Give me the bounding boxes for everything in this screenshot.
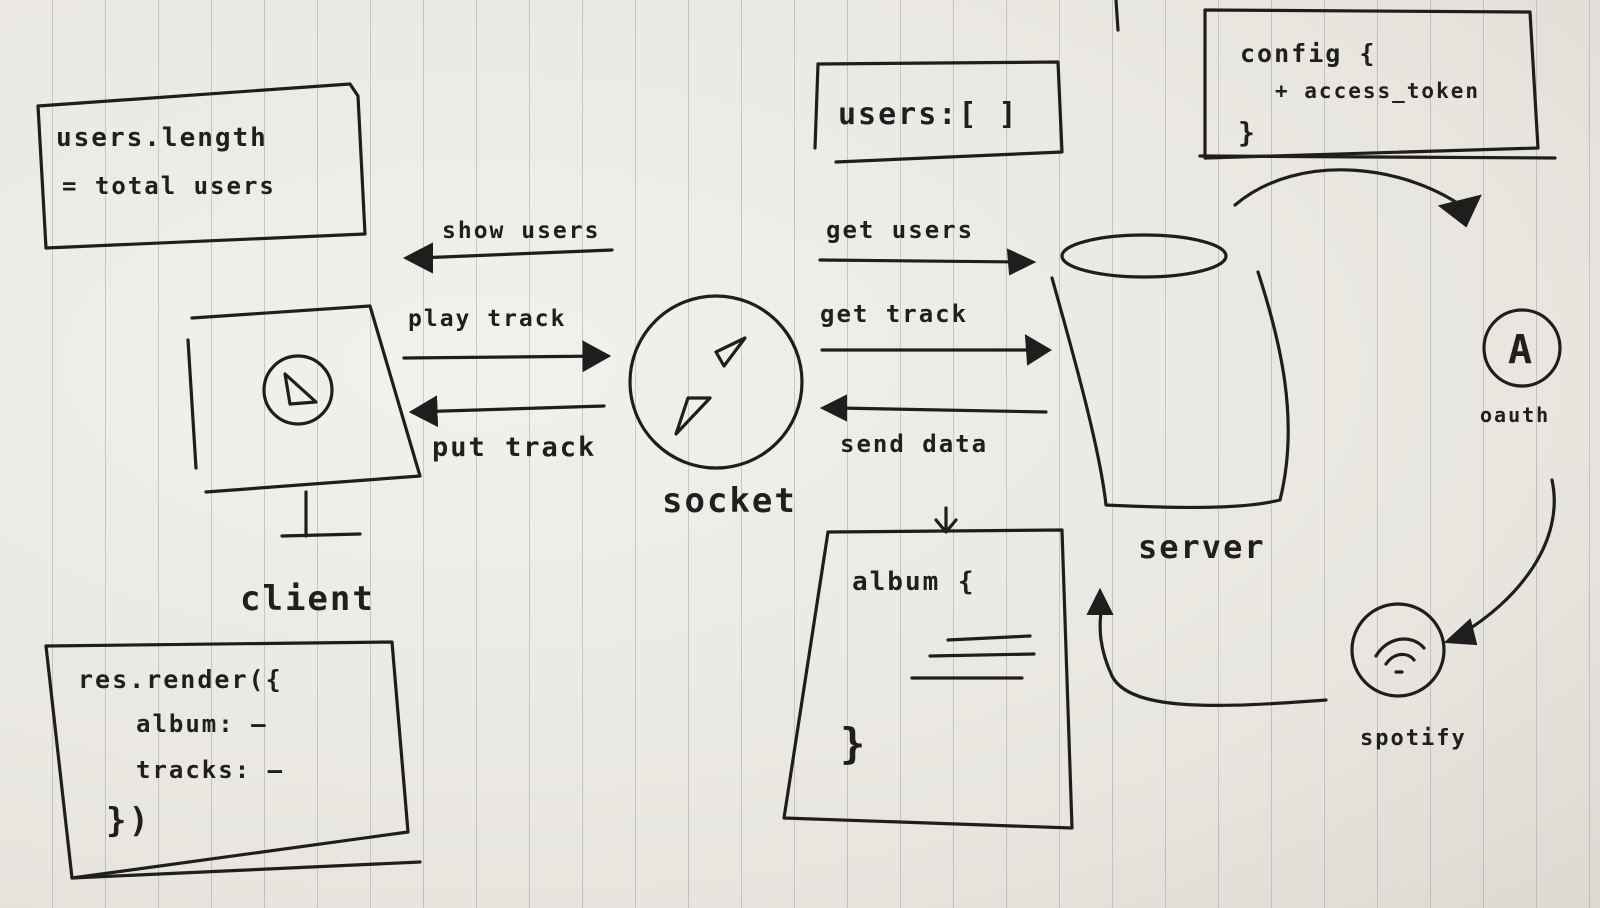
client-app-icon (262, 354, 334, 426)
send-data-down-arrow (934, 506, 958, 534)
render-album-text: album: — (136, 710, 268, 738)
spotify-to-server-arrowhead (1086, 587, 1114, 615)
album-note: album { } (782, 528, 1074, 830)
client-triangle-icon (283, 372, 318, 406)
oauth-letter: A (1508, 327, 1534, 373)
spotify-node: spotify (1350, 602, 1467, 751)
users-array-note: users:[ ] (813, 60, 1064, 164)
get-users-label: get users (826, 216, 974, 244)
compass-needle-north (714, 336, 747, 368)
config-to-oauth-arrowhead (1437, 194, 1482, 228)
client-label: client (240, 579, 375, 619)
get-users-arrow (818, 258, 1024, 264)
render-tracks-text: tracks: — (136, 756, 284, 784)
play-track-label: play track (408, 306, 566, 332)
server-top (1060, 233, 1228, 279)
compass-needle-south (674, 396, 712, 436)
oauth-to-spotify-arrow (1456, 478, 1556, 638)
socket-label: socket (662, 481, 797, 521)
config-open-text: config { (1240, 39, 1376, 68)
config-note: config { + access_token } (1198, 8, 1557, 160)
put-track-arrow (408, 395, 606, 428)
render-note: res.render({ album: — tracks: — }) (44, 640, 422, 880)
album-open-text: album { (852, 567, 976, 597)
render-close-text: }) (106, 801, 151, 841)
send-data-arrow (836, 406, 1048, 414)
oauth-node: A oauth (1480, 308, 1562, 427)
get-track-arrowhead (1024, 334, 1052, 366)
show-users-label: show users (442, 218, 600, 244)
album-close-text: } (840, 719, 867, 768)
monitor-stand (280, 490, 362, 538)
spotify-icon (1350, 602, 1446, 698)
spotify-label: spotify (1360, 726, 1467, 751)
spotify-to-server-arrow (1098, 604, 1328, 708)
stray-mark (1114, 0, 1120, 32)
socket-node: socket (628, 294, 804, 521)
send-data-label: send data (840, 430, 988, 458)
users-length-text: users.length (56, 123, 268, 153)
put-track-label: put track (432, 432, 596, 463)
album-content-lines (910, 634, 1036, 680)
server-label: server (1138, 528, 1266, 566)
total-users-text: = total users (62, 172, 276, 200)
show-users-arrow (416, 248, 614, 260)
config-close-text: } (1238, 116, 1257, 149)
compass-icon (628, 294, 804, 470)
play-track-arrow (402, 340, 612, 373)
oauth-icon (1482, 308, 1562, 388)
send-data-arrowhead (819, 394, 847, 422)
oauth-to-spotify-arrowhead (1443, 618, 1478, 646)
get-track-label: get track (820, 300, 968, 328)
users-length-note: users.length = total users (36, 82, 367, 250)
server-cylinder: server (1050, 233, 1290, 566)
server-body (1050, 270, 1290, 510)
oauth-label: oauth (1480, 403, 1550, 427)
show-users-arrowhead (402, 242, 433, 274)
users-array-text: users:[ ] (838, 97, 1019, 132)
get-users-arrowhead (1006, 248, 1037, 276)
render-open-text: res.render({ (78, 665, 283, 694)
access-token-text: + access_token (1275, 79, 1480, 103)
config-to-oauth-arrow (1233, 168, 1472, 214)
client-monitor: client (186, 304, 422, 619)
spotify-waves-icon (1374, 637, 1426, 674)
